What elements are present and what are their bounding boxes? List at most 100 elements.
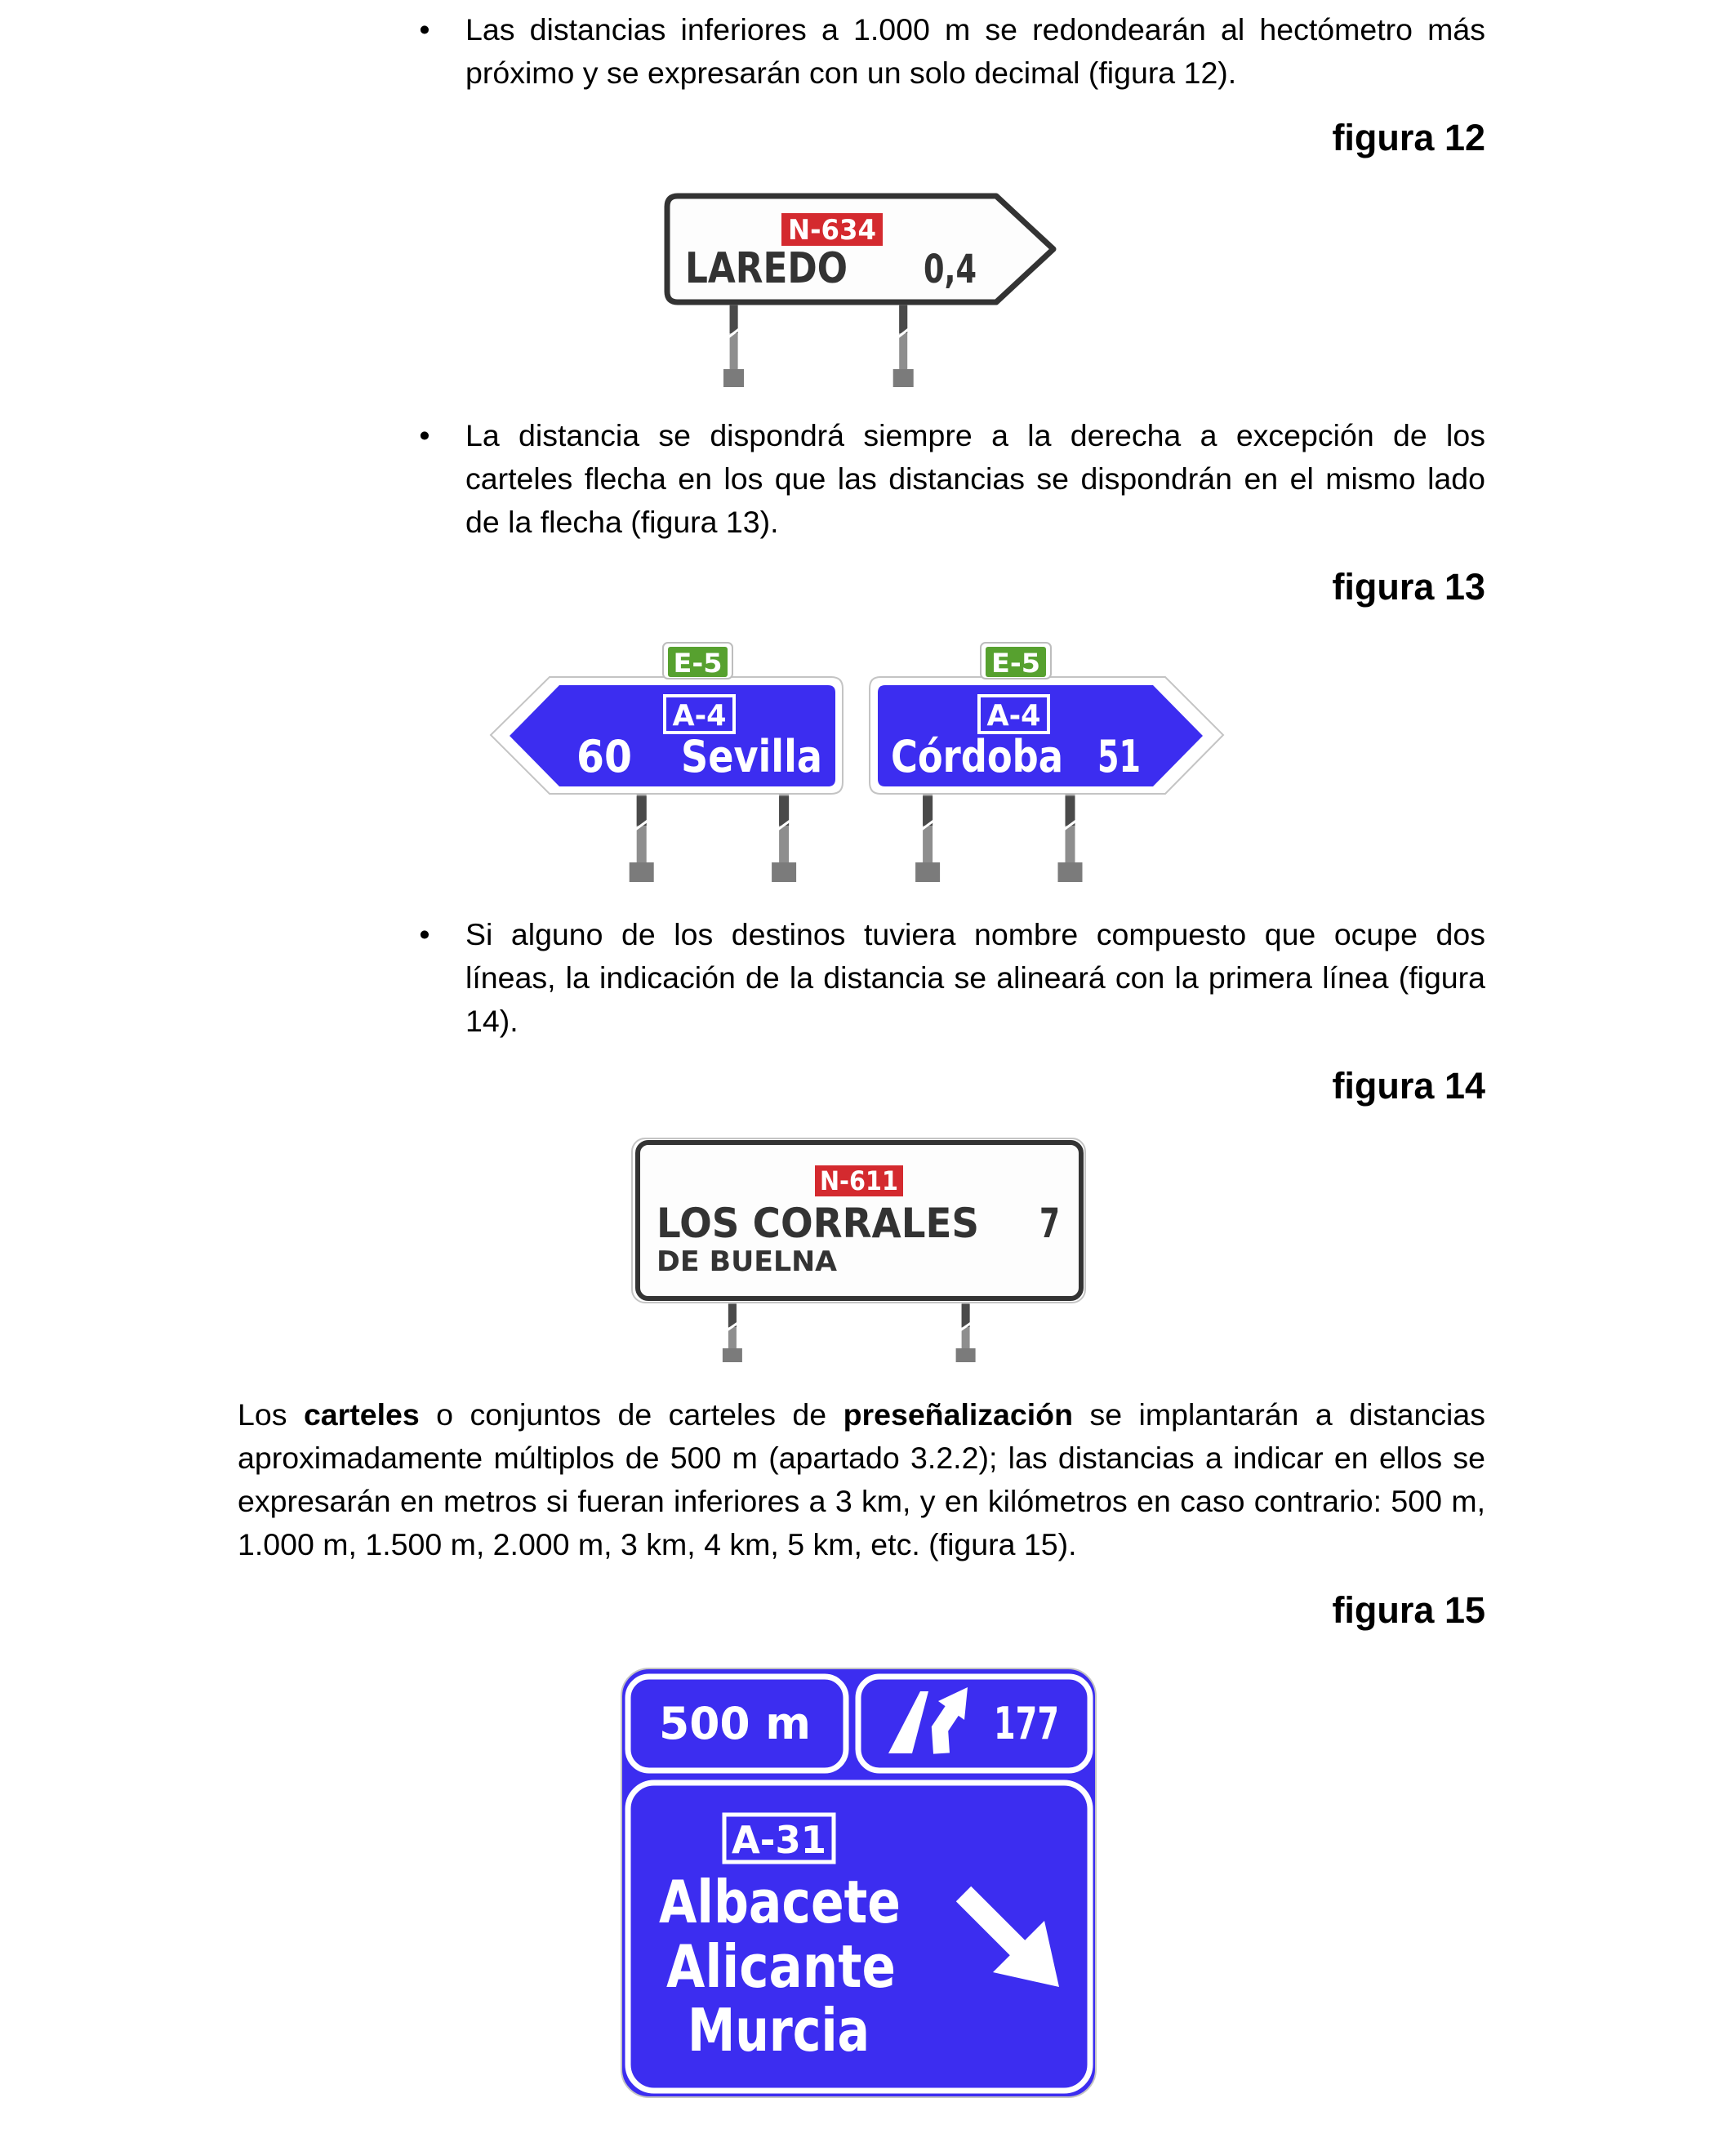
destination-2: Alicante <box>666 1932 896 2001</box>
post-base <box>772 862 797 882</box>
destination-3: Murcia <box>688 1996 870 2065</box>
bullet-2-line-3: de la flecha (figura 13). <box>465 505 779 539</box>
road-code-box <box>722 1812 836 1864</box>
sign-white-panel <box>635 1140 1084 1301</box>
exit-arrowhead <box>938 1687 968 1720</box>
sign-post <box>772 793 797 882</box>
euro-route-badge <box>668 647 728 677</box>
paragraph-text: Los <box>238 1397 304 1432</box>
figure-14-label: figura 14 <box>1332 1065 1485 1107</box>
post-cut-line <box>959 1321 972 1332</box>
road-code-badge <box>781 213 883 246</box>
euro-route-text: E-5 <box>674 648 723 679</box>
post-base <box>955 1348 976 1362</box>
road-code-text: N-611 <box>820 1165 898 1196</box>
bullet-3-line-1: Si alguno de los destinos tuviera nombre… <box>465 917 1485 951</box>
paragraph-bold-presenalizacion: preseñalización <box>843 1397 1073 1432</box>
destination-line-2: DE BUELNA <box>657 1245 838 1278</box>
destination-text: LAREDO <box>685 244 848 293</box>
destination-text: Córdoba <box>891 731 1063 782</box>
exit-number-text: 177 <box>994 1698 1059 1749</box>
figure-14-sign: N-611 LOS CORRALES 7 DE BUELNA <box>631 1138 1086 1362</box>
bullet-marker: • <box>419 12 430 47</box>
post-break-mark <box>961 1304 970 1327</box>
figure-15-label: figura 15 <box>1332 1589 1485 1631</box>
paragraph-text: o conjuntos de carteles de <box>419 1397 844 1432</box>
bullet-1-line-1: Las distancias inferiores a 1.000 m se r… <box>465 12 1485 47</box>
bullet-marker: • <box>419 917 430 951</box>
sign-post <box>723 302 744 387</box>
post-base <box>915 862 941 882</box>
figure-15-sign: 500 m 177 A-31 Albacete Alicante Murcia <box>621 1668 1097 2098</box>
post-base <box>1057 862 1083 882</box>
post-base <box>722 1348 742 1362</box>
bullet-marker: • <box>419 418 430 452</box>
post-base <box>892 369 914 387</box>
figure-12-sign: N-634 LAREDO 0,4 <box>664 193 1057 387</box>
post-base <box>629 862 654 882</box>
destination-text: Sevilla <box>681 731 822 782</box>
arrow-down-right-icon <box>955 1886 1059 1987</box>
post-cut-line <box>634 819 648 831</box>
sign-post <box>1057 793 1083 882</box>
motorway-exit-icon <box>888 1687 968 1754</box>
sign-post <box>915 793 941 882</box>
sign-post <box>629 793 654 882</box>
post-cut-line <box>1062 819 1077 831</box>
bullet-2-line-2: carteles flecha en los que las distancia… <box>465 461 1485 496</box>
euro-route-badge <box>986 647 1046 677</box>
distance-text: 7 <box>1039 1200 1060 1247</box>
euro-route-text: E-5 <box>991 648 1040 679</box>
paragraph-line-2: aproximadamente múltiplos de 500 m (apar… <box>238 1441 1485 1475</box>
post-cut-line <box>726 1321 739 1332</box>
paragraph-text: se implantarán a distancias <box>1072 1397 1485 1432</box>
post-shaft <box>729 302 738 376</box>
paragraph-line-1: Los carteles o conjuntos de carteles de … <box>238 1393 1485 1437</box>
arrow-shaft <box>955 1886 1030 1961</box>
arrow-sign-left-blue <box>510 685 835 786</box>
road-code-box <box>977 694 1050 734</box>
post-break-mark <box>636 796 647 826</box>
destination-line-1: LOS CORRALES <box>657 1200 979 1247</box>
post-shaft <box>899 302 908 376</box>
destinations-panel <box>625 1780 1093 2094</box>
arrow-head <box>993 1921 1059 1987</box>
road-code-text: N-634 <box>788 214 876 247</box>
paragraph-line-4: 1.000 m, 1.500 m, 2.000 m, 3 km, 4 km, 5… <box>238 1527 1077 1561</box>
bullet-3-line-3: 14). <box>465 1004 519 1038</box>
distance-text: 51 <box>1097 731 1141 782</box>
post-cut-line <box>728 327 740 339</box>
road-code-badge <box>815 1165 903 1196</box>
exit-lane-shape <box>931 1704 960 1754</box>
post-cut-line <box>920 819 935 831</box>
post-break-mark <box>923 796 933 826</box>
post-break-mark <box>729 305 738 333</box>
sign-post <box>892 302 914 387</box>
road-code-box <box>663 694 736 734</box>
bullet-1-line-2: próximo y se expresarán con un solo deci… <box>465 56 1237 90</box>
post-break-mark <box>779 796 790 826</box>
paragraph-bold-carteles: carteles <box>303 1397 420 1432</box>
bullet-3-line-2: líneas, la indicación de la distancia se… <box>465 960 1485 995</box>
post-break-mark <box>728 1304 737 1327</box>
road-code-text: A-31 <box>732 1818 826 1862</box>
bullet-2-line-1: La distancia se dispondrá siempre a la d… <box>465 418 1485 452</box>
figure-13-signs: E-5 A-4 60 Sevilla E-5 A-4 Córdoba 51 <box>489 642 1225 882</box>
distance-text: 500 m <box>659 1698 811 1749</box>
distance-panel <box>625 1673 849 1774</box>
post-break-mark <box>899 305 908 333</box>
distance-text: 0,4 <box>924 247 977 292</box>
destination-1: Albacete <box>659 1868 901 1936</box>
arrow-sign-right-blue <box>878 685 1203 786</box>
sign-post <box>955 1301 976 1362</box>
figure-12-label: figura 12 <box>1332 117 1485 158</box>
sign-post <box>722 1301 742 1362</box>
post-base <box>723 369 744 387</box>
figure-13-label: figura 13 <box>1332 566 1485 608</box>
road-code-text: A-4 <box>987 699 1041 733</box>
post-cut-line <box>777 819 791 831</box>
post-cut-line <box>897 327 910 339</box>
arrow-sign-right-white <box>664 193 1057 305</box>
road-code-text: A-4 <box>673 699 727 733</box>
post-break-mark <box>1065 796 1075 826</box>
